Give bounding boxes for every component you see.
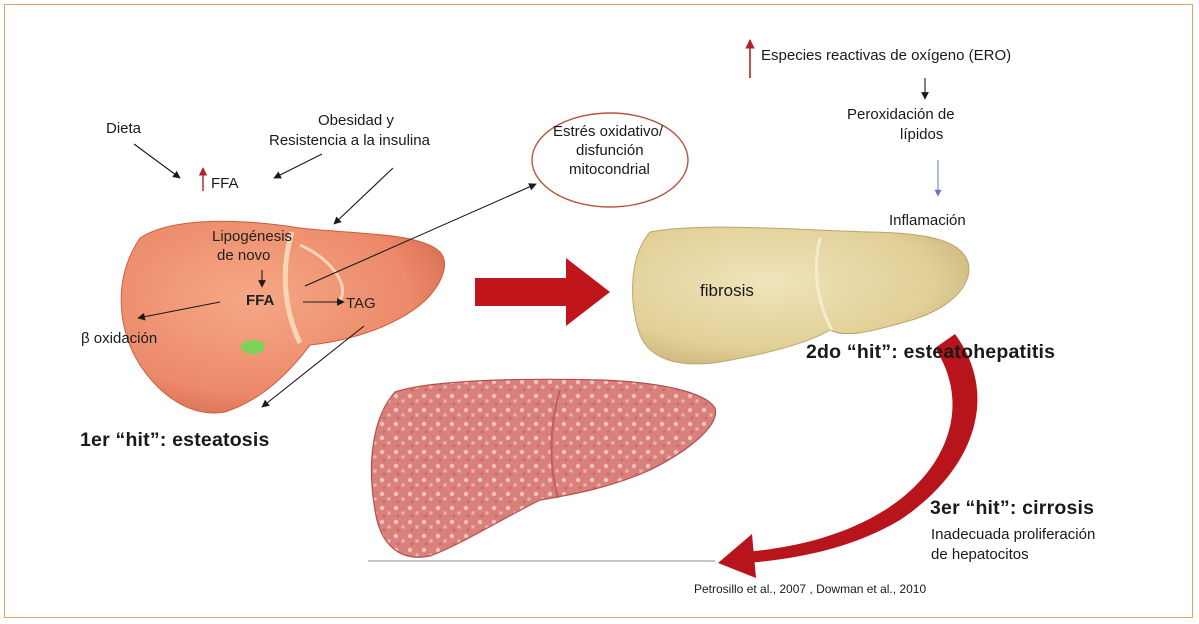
proliferation-label-line1: Inadecuada proliferación <box>931 526 1095 544</box>
obesidad-arrow <box>274 154 322 178</box>
hit1-title: 1er “hit”: esteatosis <box>80 429 270 452</box>
proliferation-label-line2: de hepatocitos <box>931 546 1029 564</box>
lipogenesis-label-line1: Lipogénesis <box>212 228 292 246</box>
insulin-to-liver-arrow <box>334 168 393 224</box>
tag-label: TAG <box>346 295 376 313</box>
lipogenesis-label-line2: de novo <box>217 247 270 265</box>
fibrosis-label: fibrosis <box>700 282 754 300</box>
hit2-title: 2do “hit”: esteatohepatitis <box>806 341 1055 364</box>
cirrhotic-liver-image <box>372 379 716 557</box>
progression-arrow <box>475 258 610 326</box>
ffa-liver-label: FFA <box>246 292 274 310</box>
dieta-arrow <box>134 144 180 178</box>
citation-text: Petrosillo et al., 2007 , Dowman et al.,… <box>694 580 926 598</box>
peroxidation-label-line2: lípidos <box>900 126 943 144</box>
obesidad-label-line1: Obesidad y <box>318 112 394 130</box>
dieta-label: Dieta <box>106 120 141 138</box>
peroxidation-label-line1: Peroxidación de <box>847 106 955 124</box>
inflammation-label: Inflamación <box>889 212 966 230</box>
ero-label: Especies reactivas de oxígeno (ERO) <box>761 47 1011 65</box>
hit3-title: 3er “hit”: cirrosis <box>930 497 1094 520</box>
stress-label-line1: Estrés oxidativo/ <box>553 123 663 141</box>
obesidad-label-line2: Resistencia a la insulina <box>269 132 430 150</box>
ffa-increase-label: FFA <box>211 175 239 193</box>
stress-label-line2: disfunción <box>576 142 644 160</box>
beta-oxidation-label: β oxidación <box>81 330 157 348</box>
fatty-liver-image <box>121 221 444 413</box>
stress-label-line3: mitocondrial <box>569 161 650 179</box>
